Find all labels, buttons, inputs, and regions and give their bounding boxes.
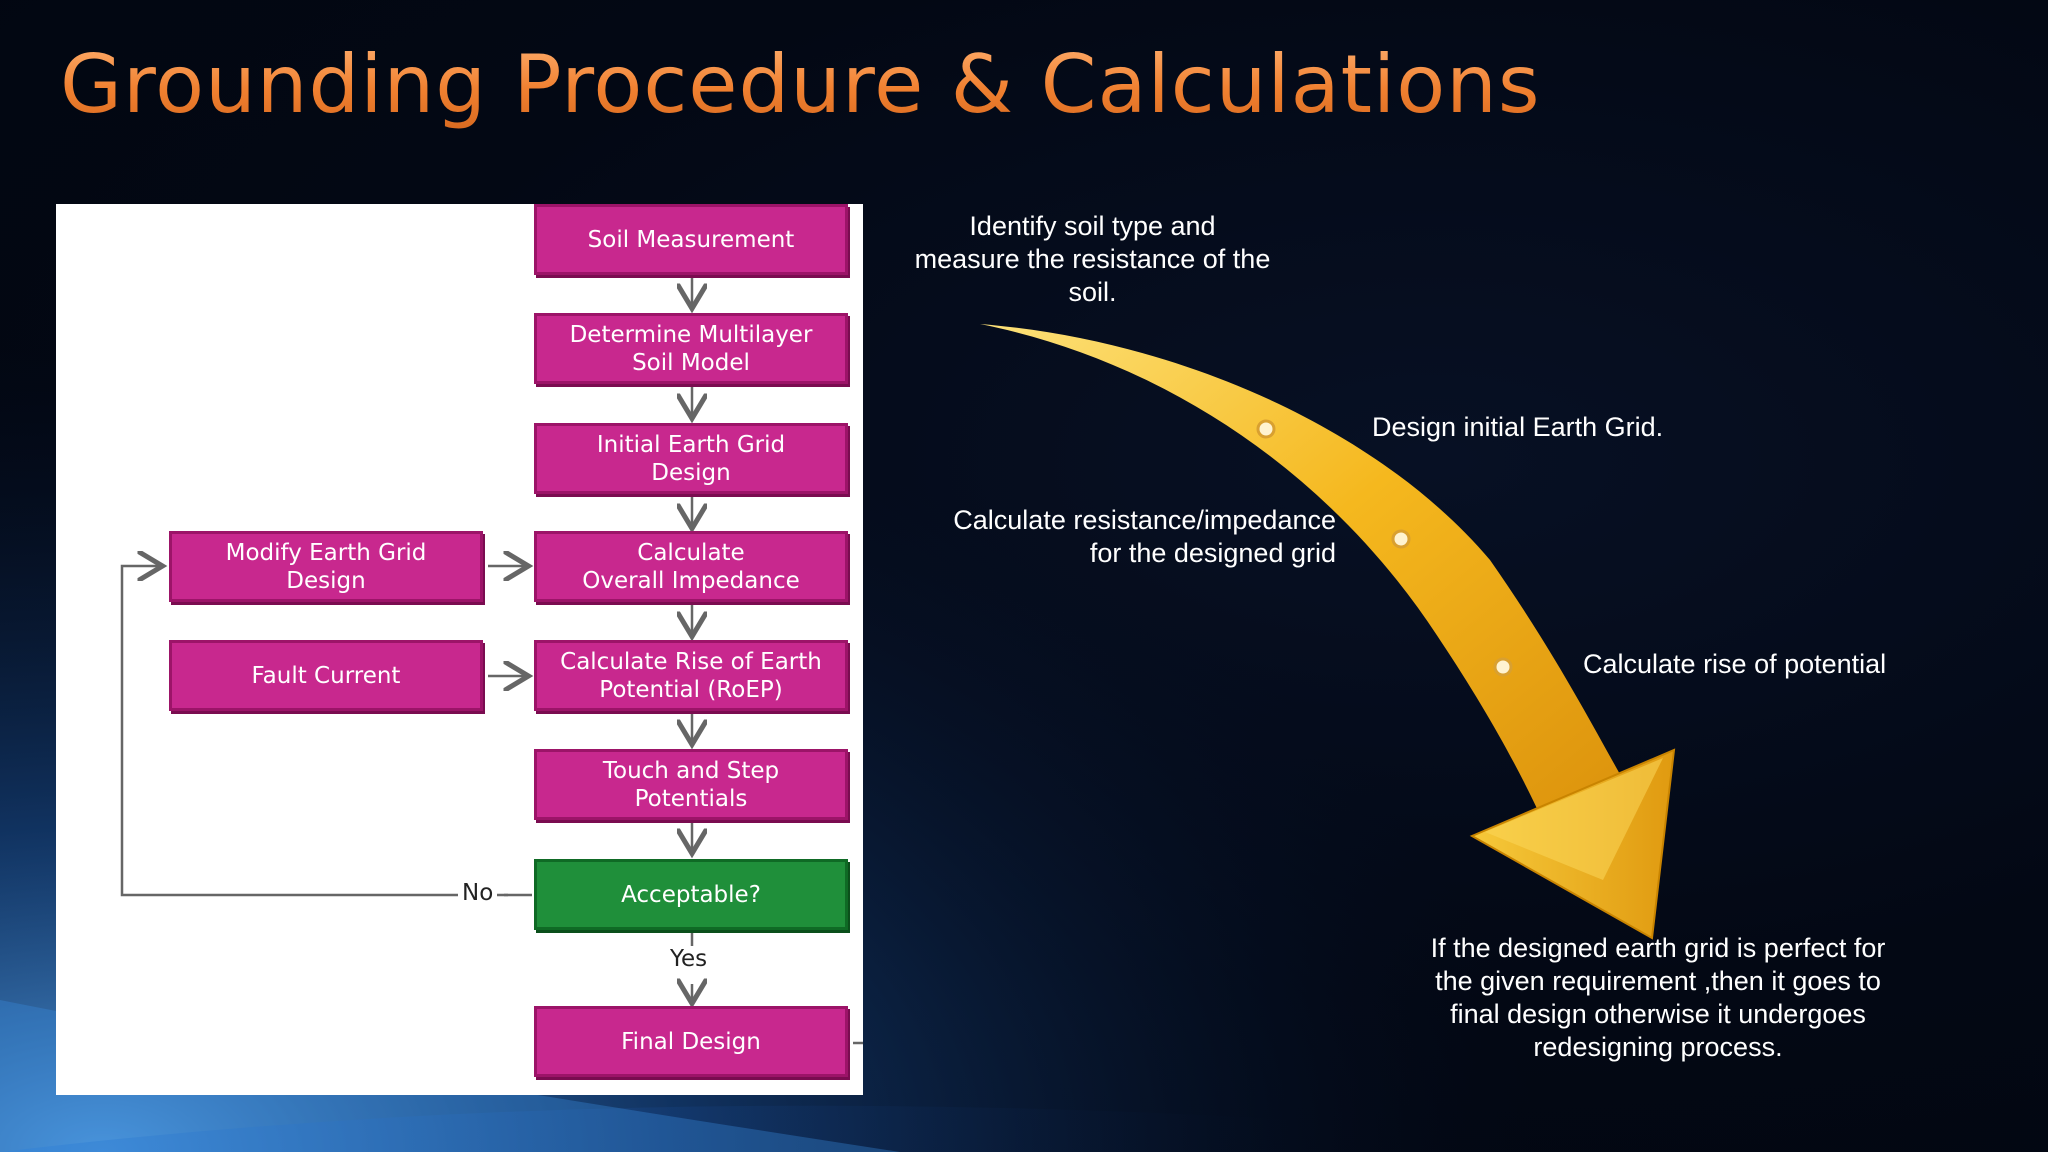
arrow-head [1469,748,1676,940]
box-final-design: Final Design [534,1006,848,1077]
note-design-grid: Design initial Earth Grid. [1372,412,1664,442]
arrow-node-3 [1493,657,1513,677]
arrow-node-1 [1256,419,1276,439]
label-no: No [458,880,498,906]
box-rise-of-earth-potential: Calculate Rise of Earth Potential (RoEP) [534,640,848,711]
box-acceptable: Acceptable? [534,859,848,930]
box-fault-current: Fault Current [169,640,483,711]
arrow-body [980,324,1640,860]
slide-title: Grounding Procedure & Calculations [60,38,1541,131]
box-initial-earth-grid: Initial Earth Grid Design [534,423,848,494]
note-calculate-impedance: Calculate resistance/impedance for the d… [953,505,1336,568]
arrow-node-2 [1391,529,1411,549]
flowchart-panel: Soil Measurement Determine Multilayer So… [56,204,863,1095]
note-final-design: If the designed earth grid is perfect fo… [1430,933,1886,1062]
label-yes: Yes [666,946,712,972]
box-modify-earth-grid: Modify Earth Grid Design [169,531,483,602]
box-touch-step-potentials: Touch and Step Potentials [534,749,848,820]
note-calculate-rise: Calculate rise of potential [1583,649,1887,679]
box-multilayer-soil-model: Determine Multilayer Soil Model [534,313,848,384]
flowchart-connectors [120,274,863,1045]
note-identify-soil: Identify soil type and measure the resis… [914,211,1271,307]
box-soil-measurement: Soil Measurement [534,204,848,275]
box-overall-impedance: Calculate Overall Impedance [534,531,848,602]
